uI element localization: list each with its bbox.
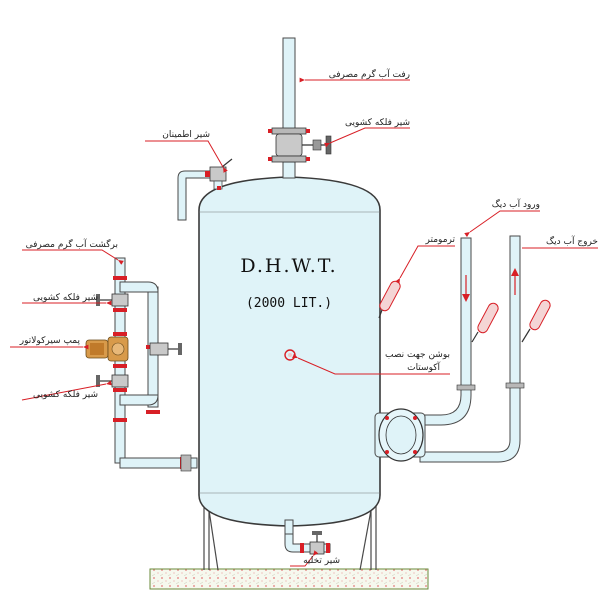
thermometer-icon: [521, 299, 551, 343]
label-drain-valve: شیر تخلیه: [303, 556, 340, 566]
pump-icon: [85, 336, 129, 362]
top-gate-valve: [268, 127, 332, 163]
return-pump-assembly: [96, 257, 198, 472]
leader-lines: [10, 77, 598, 567]
label-hot-water-return: برگشت آب گرم مصرفی: [26, 238, 118, 250]
label-safety-valve: شیر اطمینان: [162, 130, 210, 140]
tank-title: D.H.W.T.: [240, 255, 337, 277]
tank-capacity: (2000 LIT.): [246, 296, 332, 311]
boiler-connections: [419, 235, 525, 463]
safety-valve-assembly: [177, 158, 233, 221]
label-boiler-inlet: ورود آب دیگ: [492, 198, 540, 210]
tank-body: [198, 176, 381, 527]
thermometer-icon: [378, 280, 401, 319]
label-aquastat-line2: آکوستات: [407, 361, 440, 373]
label-boiler-outlet: خروج آب دیگ: [546, 235, 598, 247]
foundation-slab: [149, 568, 429, 590]
label-gate-valve-2: شیر فلکه کشویی: [33, 390, 98, 400]
label-aquastat-line1: بوشن جهت نصب: [385, 350, 450, 360]
label-circulator-pump: پمپ سیرکولاتور: [19, 336, 81, 346]
label-hot-water-supply: رفت آب گرم مصرفی: [329, 68, 410, 80]
thermometer-icon: [471, 302, 499, 343]
label-gate-valve-top: شیر فلکه کشویی: [345, 118, 410, 128]
supply-riser-pipe: [282, 37, 296, 139]
arrow-down-icon: [462, 275, 470, 302]
arrow-up-icon: [511, 268, 519, 295]
label-thermometer: ترمومتر: [425, 235, 456, 245]
heat-exchanger-flange: [374, 408, 426, 462]
label-gate-valve-1: شیر فلکه کشویی: [33, 293, 98, 303]
